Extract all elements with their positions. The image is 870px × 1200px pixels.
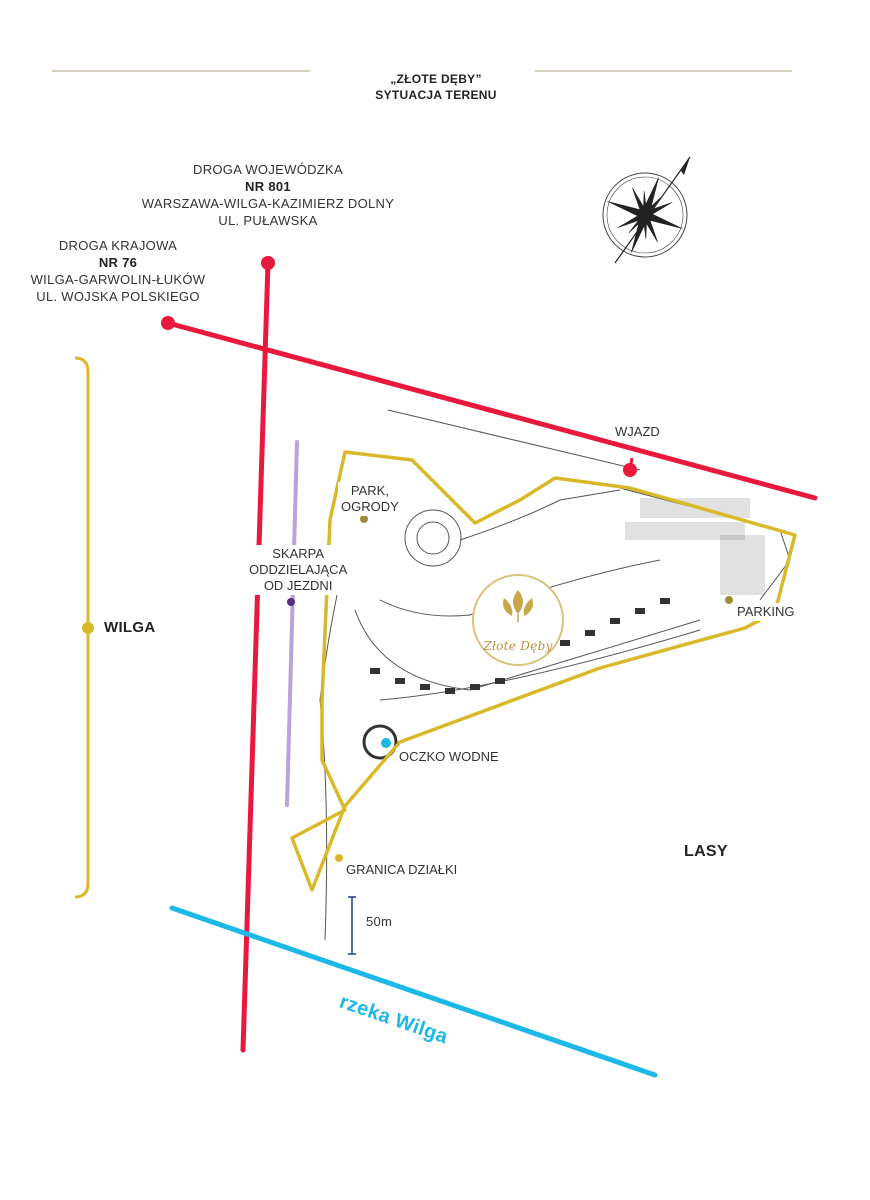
road-801-end-marker	[261, 256, 275, 270]
escarpment-marker	[287, 598, 295, 606]
scale-bar	[348, 896, 356, 955]
road-801-number: NR 801	[245, 179, 291, 194]
road-801-street: UL. PUŁAWSKA	[218, 213, 318, 228]
park-label-line2: OGRODY	[341, 499, 399, 514]
parking-label: PARKING	[734, 603, 798, 621]
page-title: „ZŁOTE DĘBY”	[390, 72, 482, 86]
park-marker	[360, 515, 368, 523]
road-76-type: DROGA KRAJOWA	[58, 238, 178, 253]
forest-label: LASY	[684, 843, 728, 860]
escarpment-label-line3: OD JEZDNI	[263, 578, 333, 593]
logo-text: Złote Dęby	[483, 639, 553, 653]
boundary-label: GRANICA DZIAŁKI	[343, 861, 461, 879]
escarpment-label: SKARPA ODDZIELAJĄCA OD JEZDNI	[246, 545, 351, 595]
wilga-marker	[82, 622, 94, 634]
road-76-street: UL. WOJSKA POLSKIEGO	[36, 289, 200, 304]
pond-label: OCZKO WODNE	[396, 748, 502, 766]
logo-emblem	[472, 574, 564, 666]
site-plan-drawing	[319, 409, 791, 941]
road-76	[165, 320, 818, 501]
entrance-label: WJAZD	[612, 423, 663, 441]
road-76-label: DROGA KRAJOWA NR 76 WILGA-GARWOLIN-ŁUKÓW…	[8, 237, 228, 305]
escarpment-line	[285, 440, 299, 807]
road-76-route: WILGA-GARWOLIN-ŁUKÓW	[30, 272, 206, 287]
escarpment-label-line1: SKARPA	[272, 546, 325, 561]
scale-label: 50m	[366, 914, 393, 929]
page-subtitle: SYTUACJA TERENU	[375, 88, 497, 102]
road-76-end-marker	[161, 316, 175, 330]
boundary-marker	[335, 854, 343, 862]
plot-boundary	[290, 450, 797, 892]
parking-marker	[725, 596, 733, 604]
road-801-route: WARSZAWA-WILGA-KAZIMIERZ DOLNY	[141, 196, 395, 211]
pond-marker	[381, 738, 391, 748]
wilga-label: WILGA	[104, 619, 156, 636]
compass-rose-icon	[602, 156, 691, 264]
escarpment-label-line2: ODDZIELAJĄCA	[249, 562, 348, 577]
road-801-type: DROGA WOJEWÓDZKA	[193, 162, 343, 177]
road-801-label: DROGA WOJEWÓDZKA NR 801 WARSZAWA-WILGA-K…	[118, 161, 418, 229]
road-801	[240, 260, 271, 1053]
road-76-number: NR 76	[98, 255, 138, 270]
park-label-line1: PARK,	[350, 483, 389, 498]
park-label: PARK, OGRODY	[338, 482, 402, 516]
river-wilga	[169, 905, 658, 1078]
